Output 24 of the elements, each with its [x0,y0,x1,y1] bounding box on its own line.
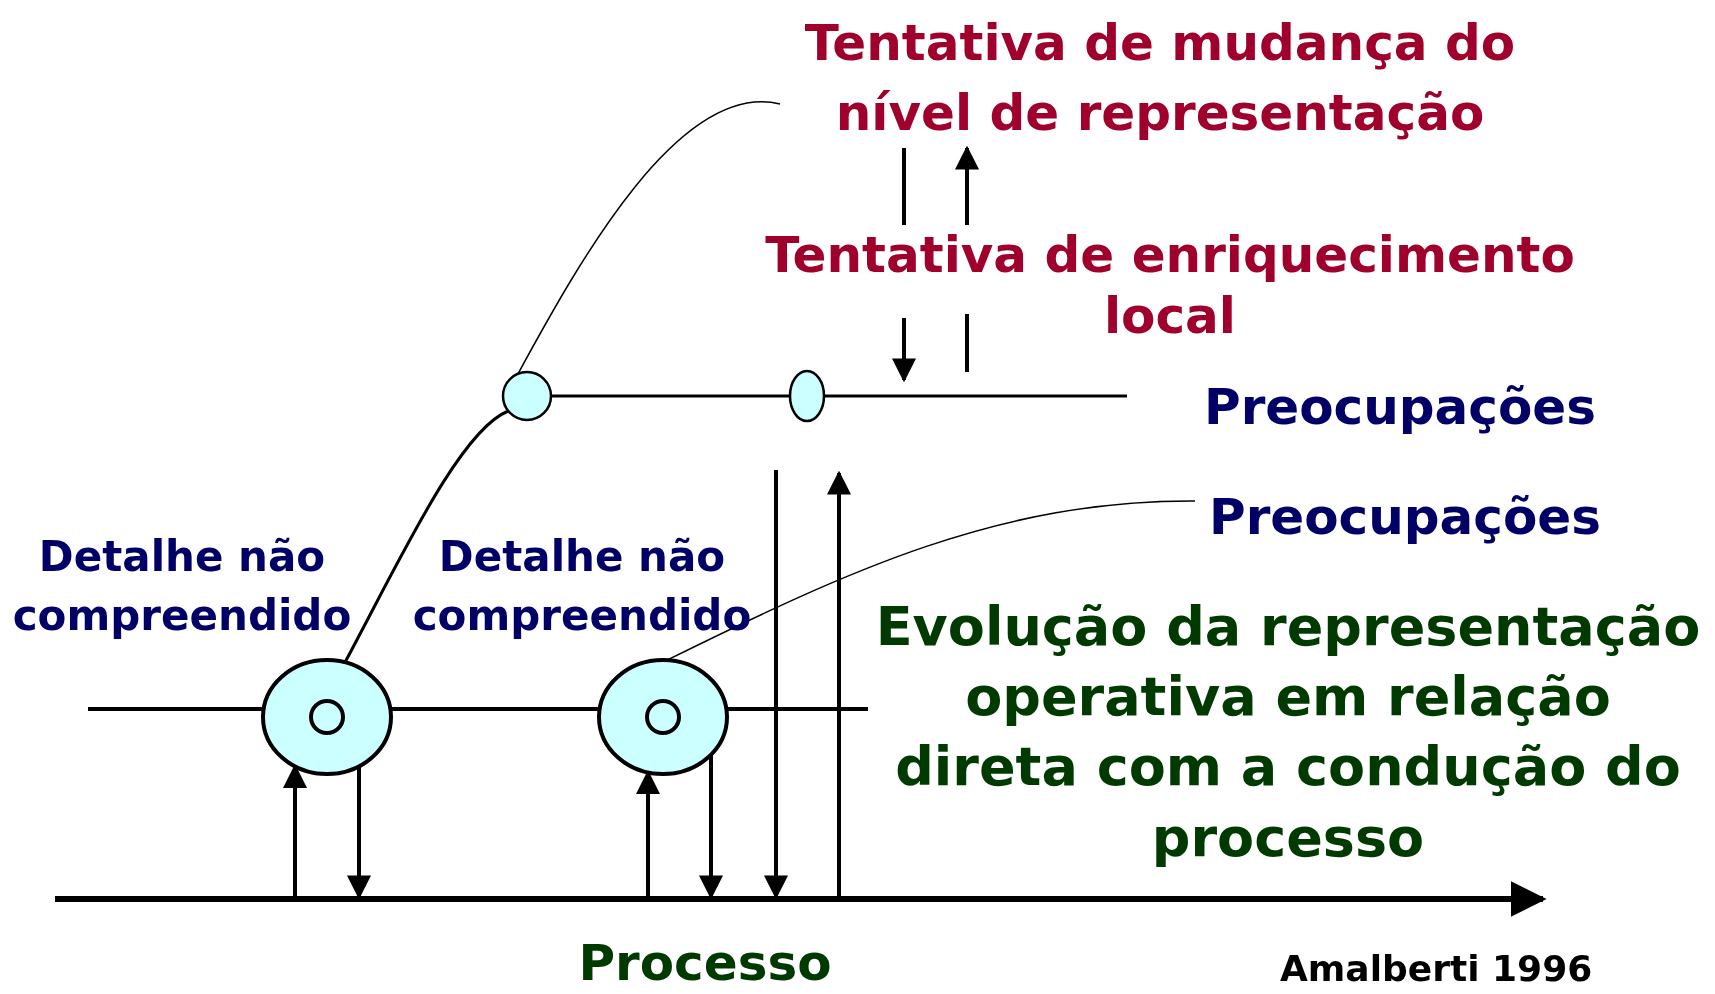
description-text: Evolução da representação operativa em relação direta com a condução do processo [868,592,1708,873]
arrow [892,318,916,383]
annotation-text: Tentativa de enriquecimento local [700,225,1640,347]
level-circle [501,370,553,422]
level-ellipse [788,369,826,423]
connector-line [902,148,906,225]
axis-label: Processo [577,933,833,994]
connector-line [965,314,969,372]
connector-line [390,707,600,711]
arrow [827,470,851,897]
annotation-text: Tentativa de mudança do nível de representação [780,8,1540,148]
annotation-text: Detalhe não compreendido [402,528,762,646]
connector-line [824,394,1127,398]
annotation-text: Detalhe não compreendido [4,528,360,646]
arrow [955,145,979,225]
connector-line [551,394,790,398]
level-label: Preocupações [1195,482,1615,552]
event-ellipse [597,658,729,776]
connector-line [343,409,510,663]
level-label: Preocupações [1190,372,1610,442]
connector-line [726,707,868,711]
connector-line [88,707,264,711]
citation-text: Amalberti 1996 [1280,947,1593,991]
event-ellipse [261,658,393,776]
